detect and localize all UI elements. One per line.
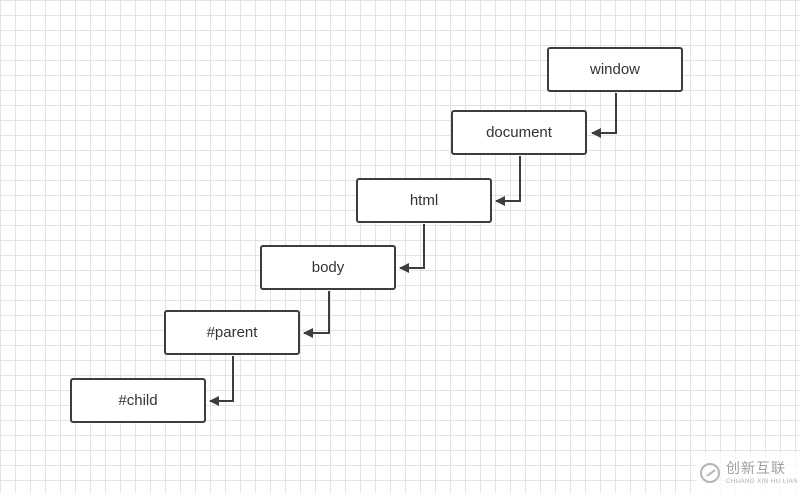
connector-body-to-parent	[303, 291, 330, 338]
connector-html-to-body	[399, 224, 425, 273]
watermark: 创新互联 CHUANG XIN HU LIAN	[696, 453, 800, 493]
node-window: window	[547, 47, 683, 92]
watermark-name: 创新互联	[726, 460, 786, 477]
connector-document-to-html	[495, 156, 521, 206]
node-html: html	[356, 178, 492, 223]
watermark-romanized: CHUANG XIN HU LIAN	[726, 478, 799, 485]
connector-window-to-document	[591, 93, 617, 138]
connector-parent-to-child	[209, 356, 234, 406]
watermark-text: 创新互联 CHUANG XIN HU LIAN	[726, 462, 798, 485]
watermark-logo-icon	[700, 463, 720, 483]
node-parent: #parent	[164, 310, 300, 355]
node-body: body	[260, 245, 396, 290]
node-document: document	[451, 110, 587, 155]
node-child: #child	[70, 378, 206, 423]
